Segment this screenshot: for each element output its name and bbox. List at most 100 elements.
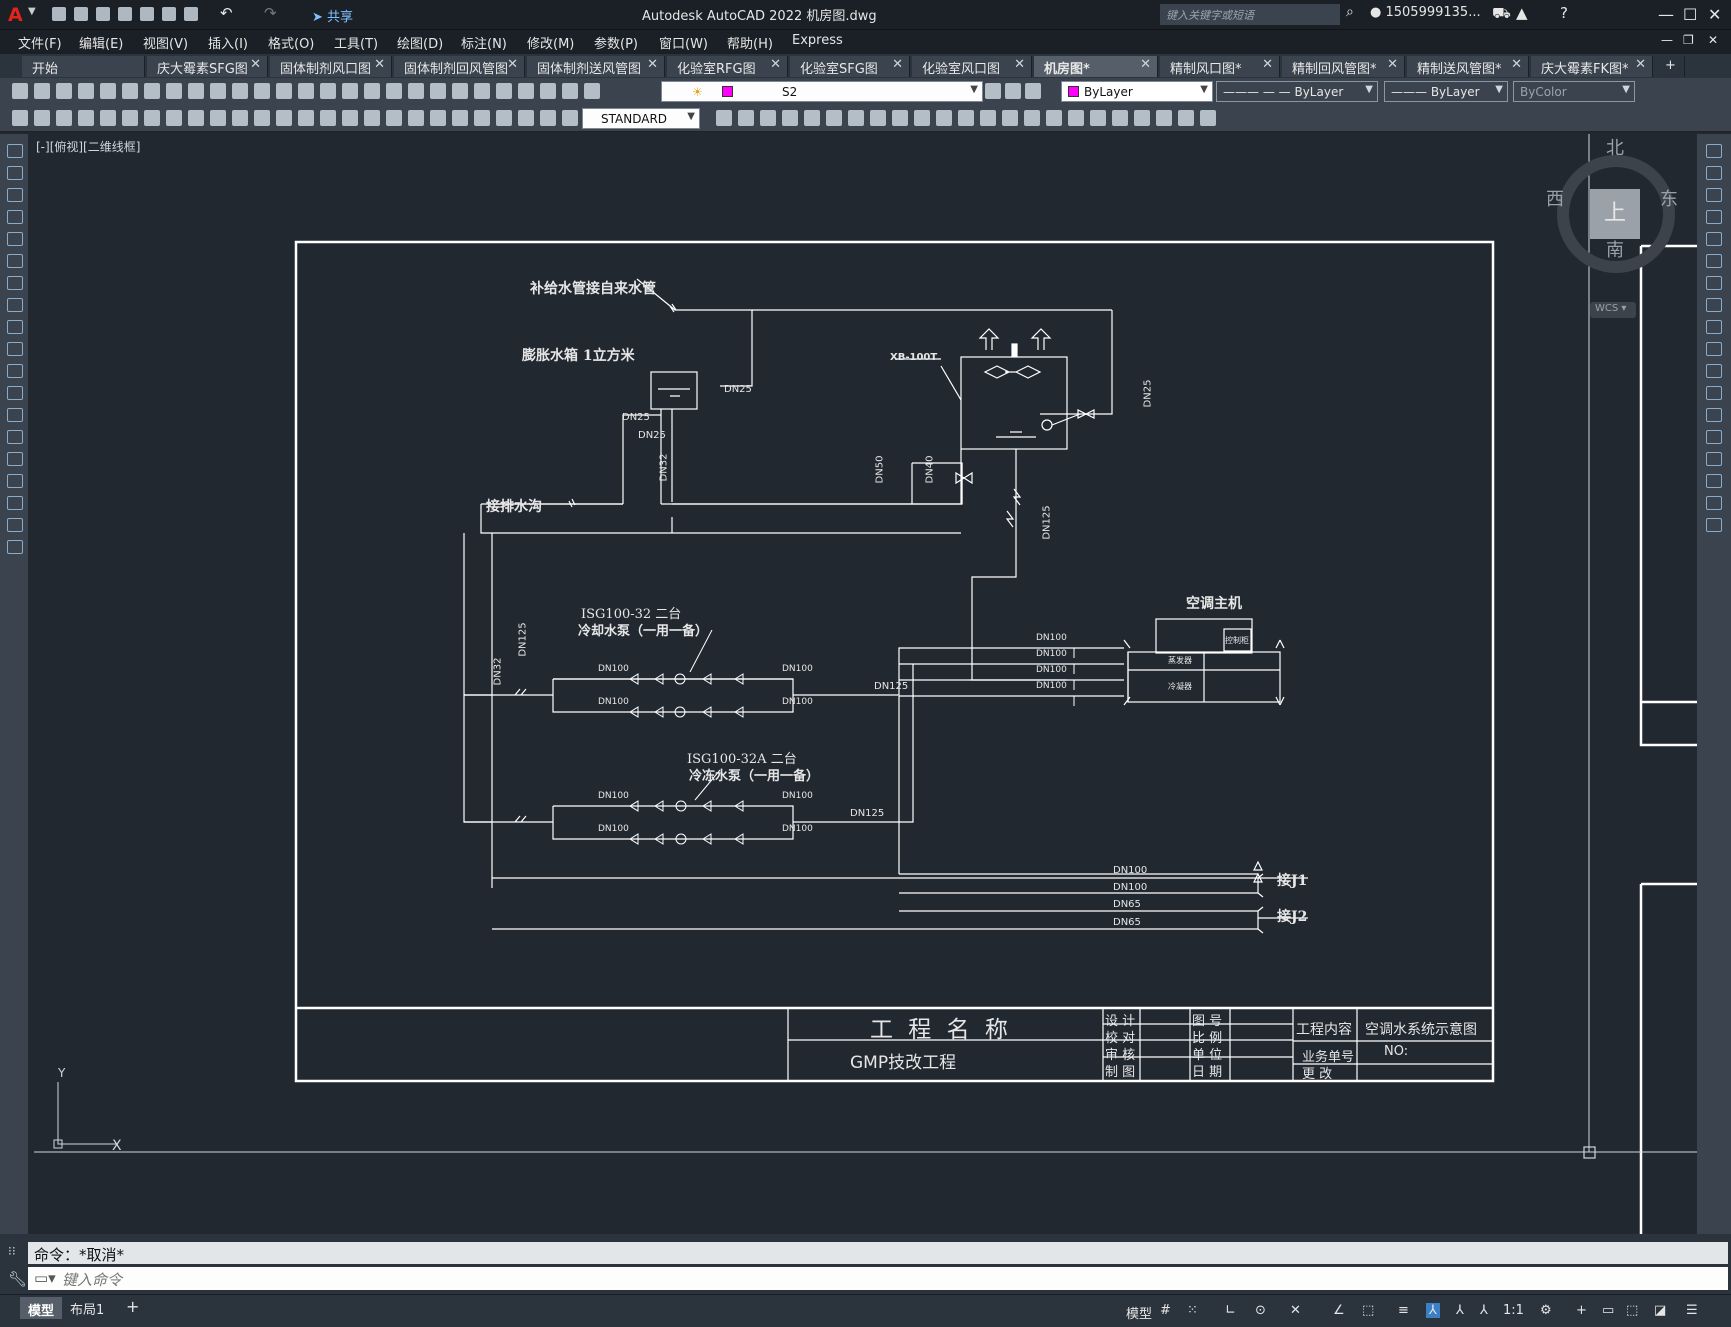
menu-4[interactable]: 格式(O) [268, 37, 315, 52]
modify-tool-icon-16[interactable] [1706, 496, 1722, 510]
layer-dropdown[interactable]: ☀S2▼ [661, 81, 983, 102]
toolbar2-icon-47[interactable] [1178, 110, 1194, 126]
quick-properties-icon[interactable]: ⬚ [1626, 1303, 1639, 1318]
toolbar2-icon-44[interactable] [1112, 110, 1128, 126]
draw-tool-icon-0[interactable] [7, 144, 23, 158]
toolbar2-icon-40[interactable] [1024, 110, 1040, 126]
close-icon[interactable]: ✕ [1708, 5, 1722, 24]
minimize-icon[interactable]: — [1658, 5, 1674, 24]
draw-tool-icon-10[interactable] [7, 364, 23, 378]
app-menu-chevron-icon[interactable]: ▼ [28, 6, 36, 17]
tab-close-icon[interactable]: ✕ [770, 57, 781, 72]
tab-5[interactable]: 化验室RFG图✕ [667, 56, 788, 77]
modify-tool-icon-1[interactable] [1706, 166, 1722, 180]
tab-4[interactable]: 固体制剂送风管图✕ [527, 56, 665, 77]
toolbar2-icon-13[interactable] [298, 110, 314, 126]
modify-tool-icon-10[interactable] [1706, 364, 1722, 378]
modify-tool-icon-11[interactable] [1706, 386, 1722, 400]
menu-10[interactable]: 窗口(W) [659, 37, 708, 52]
toolbar2-icon-42[interactable] [1068, 110, 1084, 126]
toolbar1-icon-5[interactable] [122, 83, 138, 99]
toolbar2-icon-37[interactable] [958, 110, 974, 126]
tab-11[interactable]: 精制送风管图*✕ [1407, 56, 1529, 77]
toolbar2-icon-3[interactable] [78, 110, 94, 126]
user-account[interactable]: ● 1505999135... [1370, 5, 1481, 20]
menu-11[interactable]: 帮助(H) [727, 37, 773, 52]
modify-tool-icon-6[interactable] [1706, 276, 1722, 290]
tab-close-icon[interactable]: ✕ [892, 57, 903, 72]
toolbar1-icon-16[interactable] [364, 83, 380, 99]
draw-tool-icon-6[interactable] [7, 276, 23, 290]
tab-12[interactable]: 庆大霉素FK图*✕ [1531, 56, 1653, 77]
toolbar2-icon-25[interactable] [562, 110, 578, 126]
draw-tool-icon-8[interactable] [7, 320, 23, 334]
draw-tool-icon-7[interactable] [7, 298, 23, 312]
menu-8[interactable]: 修改(M) [527, 37, 575, 52]
viewcube-top-face[interactable]: 上 [1590, 189, 1640, 239]
polar-icon[interactable]: ⊙ [1255, 1303, 1266, 1318]
toolbar2-icon-10[interactable] [232, 110, 248, 126]
draw-tool-icon-9[interactable] [7, 342, 23, 356]
toolbar1-icon-21[interactable] [474, 83, 490, 99]
tab-close-icon[interactable]: ✕ [1262, 57, 1273, 72]
toolbar1-icon-1[interactable] [34, 83, 50, 99]
tab-7[interactable]: 化验室风口图✕ [912, 56, 1032, 77]
autocad-logo-icon[interactable]: A [8, 4, 23, 26]
annotation-monitor-icon[interactable]: + [1576, 1303, 1587, 1318]
modify-tool-icon-2[interactable] [1706, 188, 1722, 202]
draw-tool-icon-15[interactable] [7, 474, 23, 488]
drawing-canvas[interactable]: [-][俯视][二维线框] [28, 134, 1697, 1234]
toolbar1-icon-8[interactable] [188, 83, 204, 99]
toolbar2-icon-0[interactable] [12, 110, 28, 126]
tab-close-icon[interactable]: ✕ [1511, 57, 1522, 72]
menu-6[interactable]: 绘图(D) [397, 37, 444, 52]
toolbar2-icon-48[interactable] [1200, 110, 1216, 126]
toolbar2-icon-39[interactable] [1002, 110, 1018, 126]
linetype-dropdown[interactable]: ——— — — ByLayer▼ [1216, 81, 1378, 102]
tab-0[interactable]: 开始 [22, 56, 145, 77]
draw-tool-icon-5[interactable] [7, 254, 23, 268]
menu-1[interactable]: 编辑(E) [79, 37, 124, 52]
layer-tool-icon-1[interactable] [1005, 83, 1021, 99]
share-button[interactable]: ➤ 共享 [312, 10, 354, 25]
document-close-icon[interactable]: ✕ [1708, 33, 1719, 47]
isolate-icon[interactable]: ◪ [1654, 1303, 1667, 1318]
viewport-controls[interactable]: [-][俯视][二维线框] [36, 140, 141, 154]
tab-close-icon[interactable]: ✕ [1635, 57, 1646, 72]
toolbar2-icon-16[interactable] [364, 110, 380, 126]
toolbar2-icon-9[interactable] [210, 110, 226, 126]
tab-close-icon[interactable]: ✕ [374, 57, 385, 72]
tab-1[interactable]: 庆大霉素SFG图✕ [147, 56, 268, 77]
tab-6[interactable]: 化验室SFG图✕ [790, 56, 910, 77]
modify-tool-icon-14[interactable] [1706, 452, 1722, 466]
modify-tool-icon-17[interactable] [1706, 518, 1722, 532]
toolbar2-icon-26[interactable] [716, 110, 732, 126]
draw-tool-icon-11[interactable] [7, 386, 23, 400]
draw-tool-icon-14[interactable] [7, 452, 23, 466]
modify-tool-icon-4[interactable] [1706, 232, 1722, 246]
viewcube-east[interactable]: 东 [1660, 189, 1678, 210]
toolbar2-icon-31[interactable] [826, 110, 842, 126]
draw-tool-icon-12[interactable] [7, 408, 23, 422]
document-minimize-icon[interactable]: — [1661, 33, 1673, 47]
modify-tool-icon-9[interactable] [1706, 342, 1722, 356]
toolbar2-icon-15[interactable] [342, 110, 358, 126]
viewcube-north[interactable]: 北 [1606, 138, 1624, 159]
draw-tool-icon-4[interactable] [7, 232, 23, 246]
toolbar2-icon-28[interactable] [760, 110, 776, 126]
toolbar2-icon-36[interactable] [936, 110, 952, 126]
open-file-icon[interactable] [74, 7, 88, 21]
wcs-menu[interactable]: WCS ▾ [1590, 302, 1636, 318]
tab-3[interactable]: 固体制剂回风管图✕ [394, 56, 525, 77]
menu-2[interactable]: 视图(V) [143, 37, 189, 52]
toolbar1-icon-22[interactable] [496, 83, 512, 99]
toolbar1-icon-24[interactable] [540, 83, 556, 99]
grid-icon[interactable]: # [1160, 1303, 1171, 1318]
toolbar2-icon-27[interactable] [738, 110, 754, 126]
toolbar1-icon-23[interactable] [518, 83, 534, 99]
workspace-gear-icon[interactable]: ⚙ [1540, 1303, 1552, 1318]
toolbar2-icon-35[interactable] [914, 110, 930, 126]
new-tab-button[interactable]: + [1655, 56, 1685, 77]
toolbar1-icon-13[interactable] [298, 83, 314, 99]
toolbar2-icon-22[interactable] [496, 110, 512, 126]
